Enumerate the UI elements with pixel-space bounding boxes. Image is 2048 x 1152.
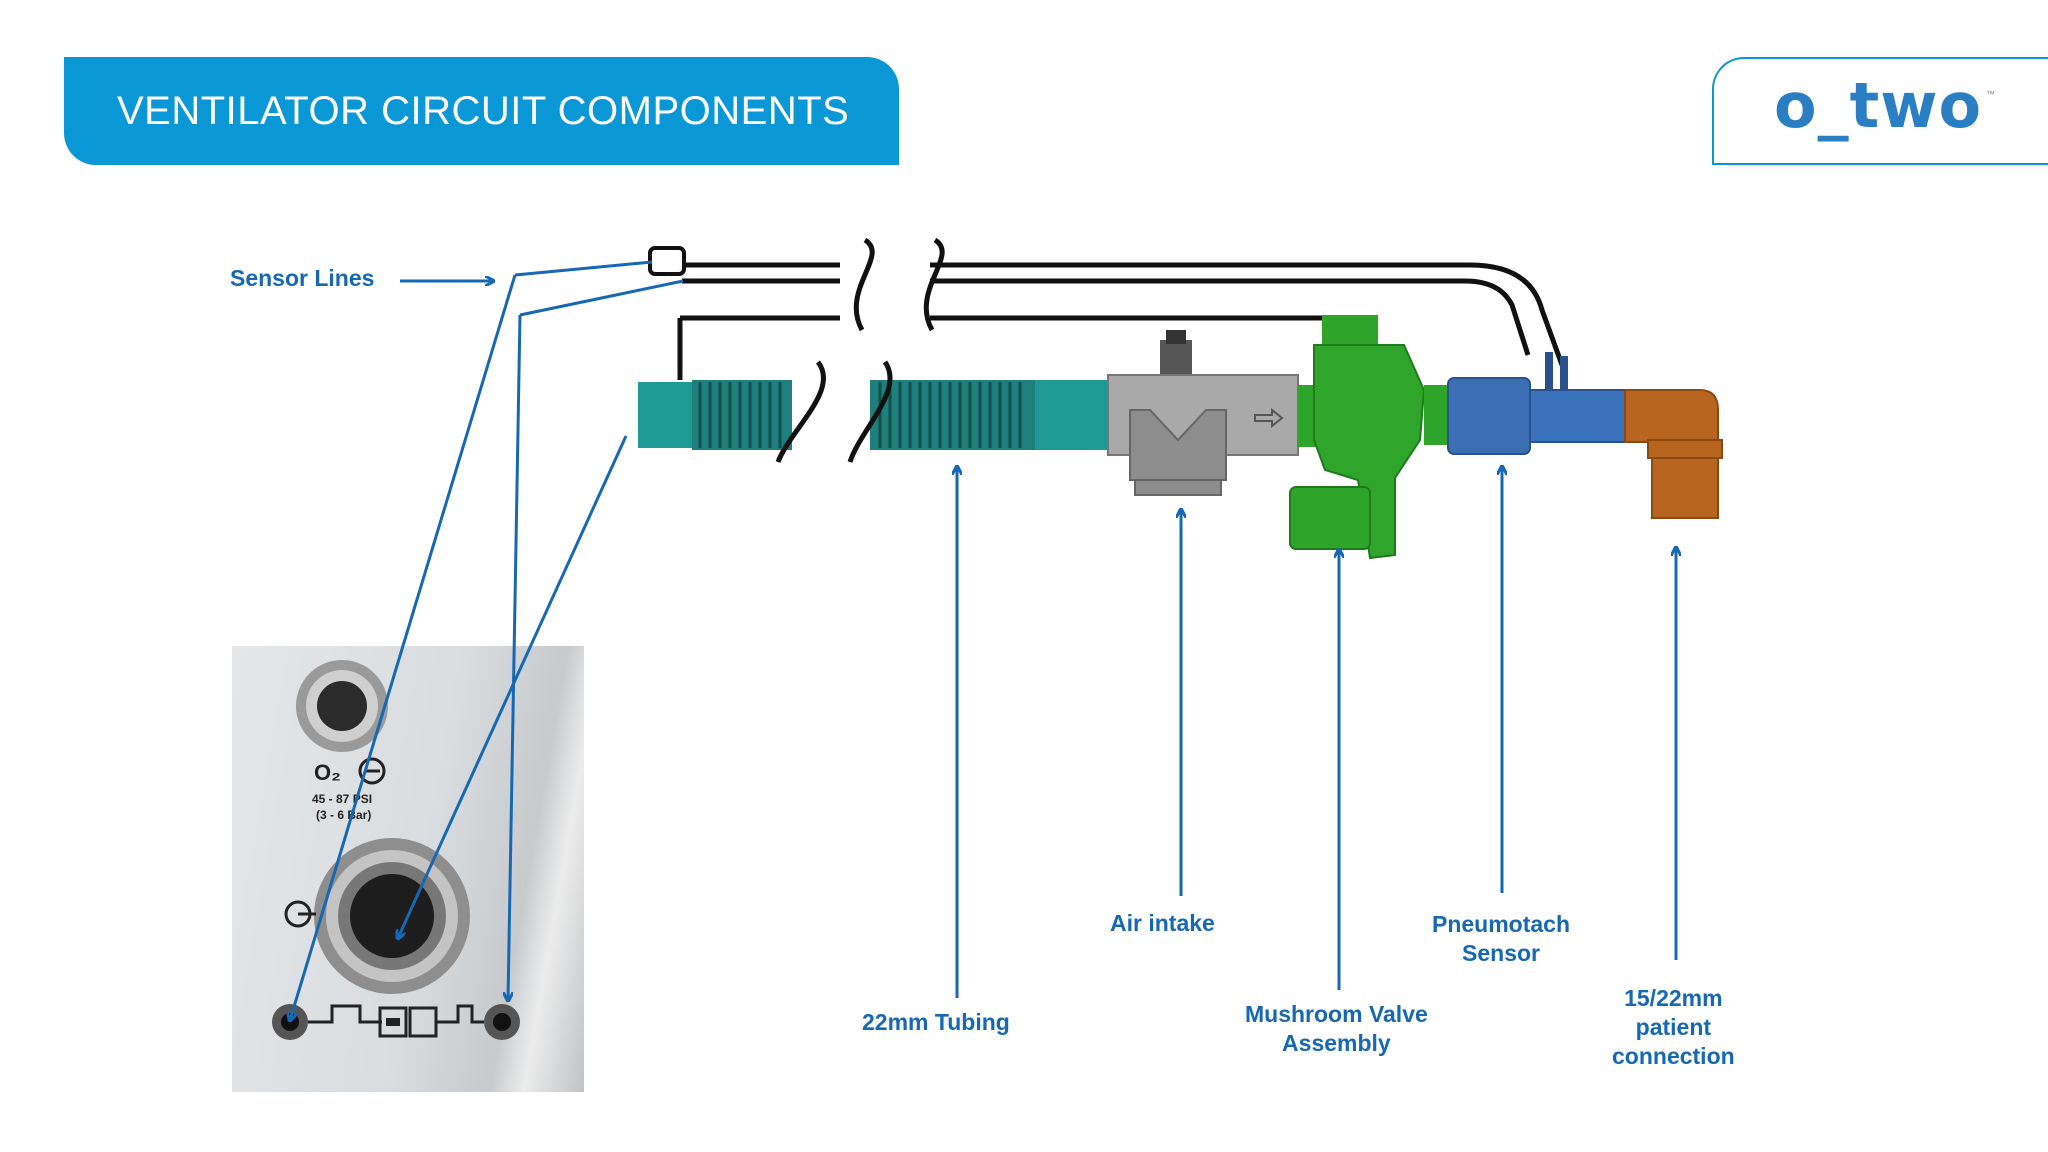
pneumotach-label-line2: Sensor: [1462, 940, 1540, 966]
callout-arrows: [290, 260, 1676, 1020]
line-break-gap: [840, 238, 930, 328]
mushroom-valve-label-line1: Mushroom Valve: [1245, 1001, 1428, 1027]
tubing-break-mark: [775, 360, 826, 463]
line-break-mark: [853, 237, 875, 332]
sensor-line-leader: [514, 260, 653, 277]
o2-port-label: O₂: [314, 760, 341, 785]
brand-logo: o_two ™: [1712, 57, 2048, 165]
sensor-lines-label: Sensor Lines: [230, 265, 375, 291]
tubing-break-mark: [847, 360, 893, 463]
mushroom-valve-label-line2: Assembly: [1282, 1030, 1391, 1056]
sensor-line-leader: [290, 274, 517, 1020]
patient-connection-label-line3: connection: [1612, 1043, 1735, 1069]
line-break-mark: [923, 237, 945, 332]
tubing-22mm: [638, 380, 1110, 450]
page-title: VENTILATOR CIRCUIT COMPONENTS: [64, 57, 899, 165]
patient-connection-label-line2: patient: [1635, 1014, 1712, 1040]
air-intake-label: Air intake: [1110, 910, 1215, 936]
pneumotach-label: Pneumotach Sensor: [1432, 910, 1570, 968]
logo-trademark: ™: [1986, 89, 1995, 99]
sensor-line-leader: [519, 279, 684, 317]
sensor-line-leader: [508, 314, 522, 1000]
patient-connection-label-line1: 15/22mm: [1624, 985, 1723, 1011]
mushroom-valve-label: Mushroom Valve Assembly: [1245, 1000, 1428, 1058]
patient-connection-component: [1624, 389, 1723, 519]
pressure-bar-label: (3 - 6 Bar): [316, 808, 372, 822]
sensor-line-connector: [648, 246, 686, 276]
sensor-line-tubes: [677, 262, 1565, 380]
pneumotach-label-line1: Pneumotach: [1432, 911, 1571, 937]
air-intake-component: [1107, 330, 1299, 496]
tubing-break-gap: [792, 360, 870, 470]
pneumotach-component: [1447, 352, 1626, 455]
ventilator-port-photo: O₂ 45 - 87 PSI (3 - 6 Bar): [232, 646, 584, 1092]
tubing-to-outlet-arrow: [398, 435, 628, 938]
patient-connection-label: 15/22mm patient connection: [1612, 984, 1735, 1071]
mushroom-valve-component: [1289, 315, 1448, 560]
logo-wordmark: o_two: [1774, 69, 1983, 142]
tubing-label: 22mm Tubing: [862, 1009, 1010, 1035]
port-panel-illustration: [272, 660, 520, 1040]
